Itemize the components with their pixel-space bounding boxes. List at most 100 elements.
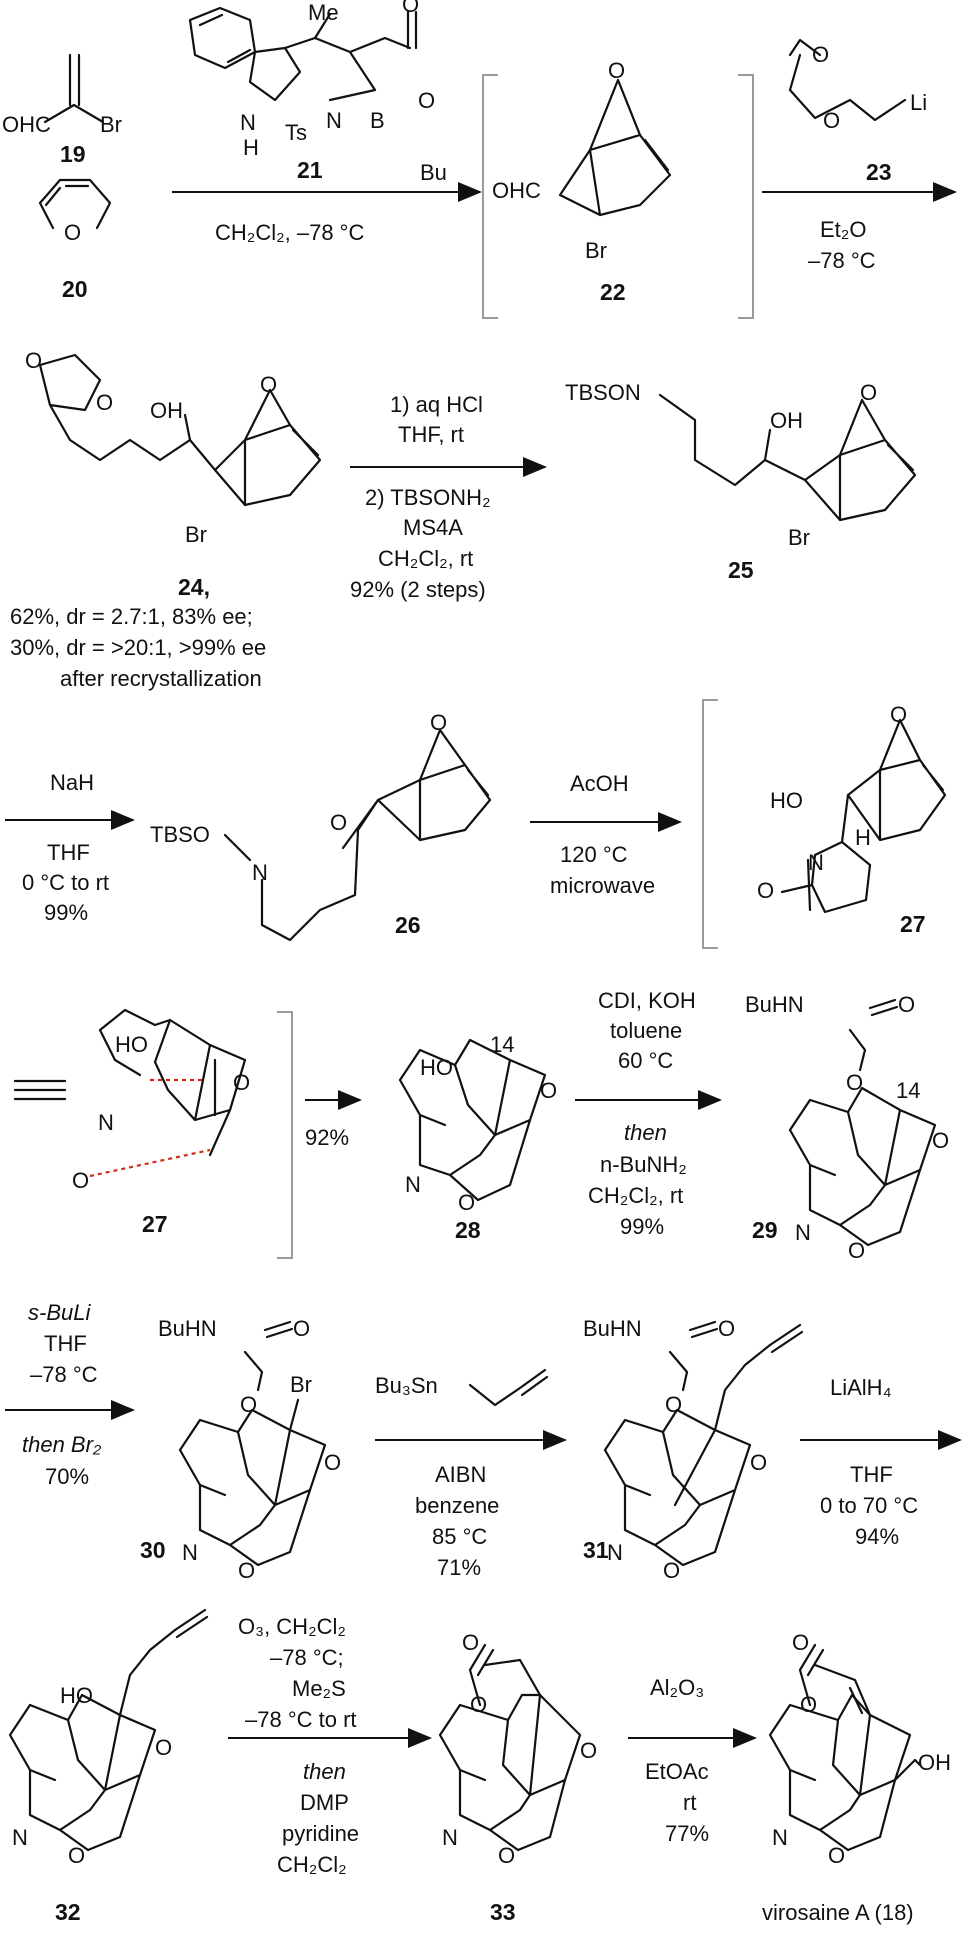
atom-label: N xyxy=(772,1825,788,1850)
condition-text: Al₂O₃ xyxy=(650,1675,704,1700)
atom-label: N xyxy=(607,1540,623,1565)
atom-label: O xyxy=(498,1843,515,1868)
compound-number: 25 xyxy=(728,557,754,583)
atom-label: O xyxy=(458,1190,475,1215)
atom-label: O xyxy=(792,1630,809,1655)
condition-text: –78 °C to rt xyxy=(245,1707,357,1732)
atom-label: O xyxy=(890,702,907,727)
atom-label: O xyxy=(800,1692,817,1717)
condition-text: Et₂O xyxy=(820,217,866,242)
atom-label: Br xyxy=(290,1372,312,1397)
compound-27-nitrone: O HO H N O 27 xyxy=(757,702,947,937)
compound-number: 26 xyxy=(395,912,421,938)
atom-label: H xyxy=(243,135,259,160)
atom-label: O xyxy=(860,380,877,405)
condition-text: 92% xyxy=(305,1125,349,1150)
condition-text: 71% xyxy=(437,1555,481,1580)
condition-text: 85 °C xyxy=(432,1524,487,1549)
condition-text: 92% (2 steps) xyxy=(350,577,486,602)
atom-label: Br xyxy=(585,238,607,263)
condition-text: NaH xyxy=(50,770,94,795)
bracket-right xyxy=(738,74,754,319)
atom-label: O xyxy=(750,1450,767,1475)
condition-text: 0 °C to rt xyxy=(22,870,109,895)
condition-text: THF, rt xyxy=(398,422,464,447)
atom-label: B xyxy=(370,108,385,133)
atom-label: O xyxy=(462,1630,479,1655)
atom-label: OH xyxy=(150,398,183,423)
allyl-stannane-reagent: Bu₃Sn xyxy=(375,1368,549,1407)
atom-label: N xyxy=(98,1110,114,1135)
atom-label: BuHN xyxy=(583,1316,642,1341)
atom-label: N xyxy=(182,1540,198,1565)
atom-label: O xyxy=(402,0,419,17)
compound-18-virosaine-a: O O OH N O virosaine A (18) xyxy=(762,1630,951,1925)
atom-label: TBSON xyxy=(565,380,641,405)
condition-text: 94% xyxy=(855,1524,899,1549)
condition-text: CH₂Cl₂ xyxy=(277,1852,347,1877)
condition-text: AIBN xyxy=(435,1462,486,1487)
compound-number: 33 xyxy=(490,1899,516,1925)
compound-31: BuHN O O O N O 31 xyxy=(583,1316,804,1583)
atom-label: O xyxy=(663,1558,680,1583)
atom-label: Me xyxy=(308,0,339,25)
condition-text: then xyxy=(624,1120,667,1145)
condition-text: after recrystallization xyxy=(60,666,262,691)
atom-label: OH xyxy=(770,408,803,433)
compound-number: 29 xyxy=(752,1217,778,1243)
compound-number: 30 xyxy=(140,1537,166,1563)
atom-label: N xyxy=(442,1825,458,1850)
bracket-right xyxy=(277,1011,293,1259)
atom-label: N xyxy=(405,1172,421,1197)
condition-text: 62%, dr = 2.7:1, 83% ee; xyxy=(10,604,253,629)
atom-label: N xyxy=(808,850,824,875)
atom-label: H xyxy=(855,825,871,850)
atom-label: Ts xyxy=(285,120,307,145)
atom-label: HO xyxy=(420,1055,453,1080)
compound-33: O O O N O 33 xyxy=(438,1630,597,1925)
condition-text: Me₂S xyxy=(292,1676,346,1701)
atom-label: N xyxy=(326,108,342,133)
condition-text: 60 °C xyxy=(618,1048,673,1073)
atom-label: O xyxy=(155,1735,172,1760)
compound-29: BuHN O O 14 O N O 29 xyxy=(745,992,949,1263)
compound-19: OHC Br 19 xyxy=(2,53,122,167)
bracket-left xyxy=(482,74,498,319)
condition-text: O₃, CH₂Cl₂ xyxy=(238,1614,346,1639)
compound-24: O O OH O Br xyxy=(25,348,322,547)
compound-name: virosaine A (18) xyxy=(762,1900,914,1925)
atom-label: HO xyxy=(770,788,803,813)
condition-text: benzene xyxy=(415,1493,499,1518)
compound-number: 21 xyxy=(297,157,323,183)
atom-label: OH xyxy=(918,1750,951,1775)
compound-21-catalyst: Me O O B N Ts Bu N H 21 xyxy=(188,0,447,185)
condition-text: 99% xyxy=(620,1214,664,1239)
compound-number: 20 xyxy=(62,276,88,302)
condition-text: CH₂Cl₂, rt xyxy=(588,1183,683,1208)
atom-label: O xyxy=(580,1738,597,1763)
atom-label: O xyxy=(293,1316,310,1341)
condition-text: MS4A xyxy=(403,515,463,540)
condition-text: THF xyxy=(44,1331,87,1356)
compound-32: HO O N O 32 xyxy=(8,1608,209,1925)
atom-label: O xyxy=(330,810,347,835)
atom-label: O xyxy=(812,42,829,67)
atom-label: Li xyxy=(910,90,927,115)
condition-text: –78 °C; xyxy=(270,1645,344,1670)
atom-label: N xyxy=(795,1220,811,1245)
compound-number: 28 xyxy=(455,1217,481,1243)
compound-number: 23 xyxy=(866,159,892,185)
atom-label: O xyxy=(240,1392,257,1417)
atom-label: Bu xyxy=(420,160,447,185)
condition-text: –78 °C xyxy=(808,248,876,273)
condition-text: 77% xyxy=(665,1821,709,1846)
carbon-14-label: 14 xyxy=(490,1032,514,1057)
condition-text: pyridine xyxy=(282,1821,359,1846)
condition-text: rt xyxy=(683,1790,696,1815)
atom-label: O xyxy=(665,1392,682,1417)
compound-number: 19 xyxy=(60,141,86,167)
condition-text: CH₂Cl₂, rt xyxy=(378,546,473,571)
compound-23: O O Li 23 xyxy=(788,38,927,185)
compound-22: O OHC Br 22 xyxy=(492,58,672,305)
